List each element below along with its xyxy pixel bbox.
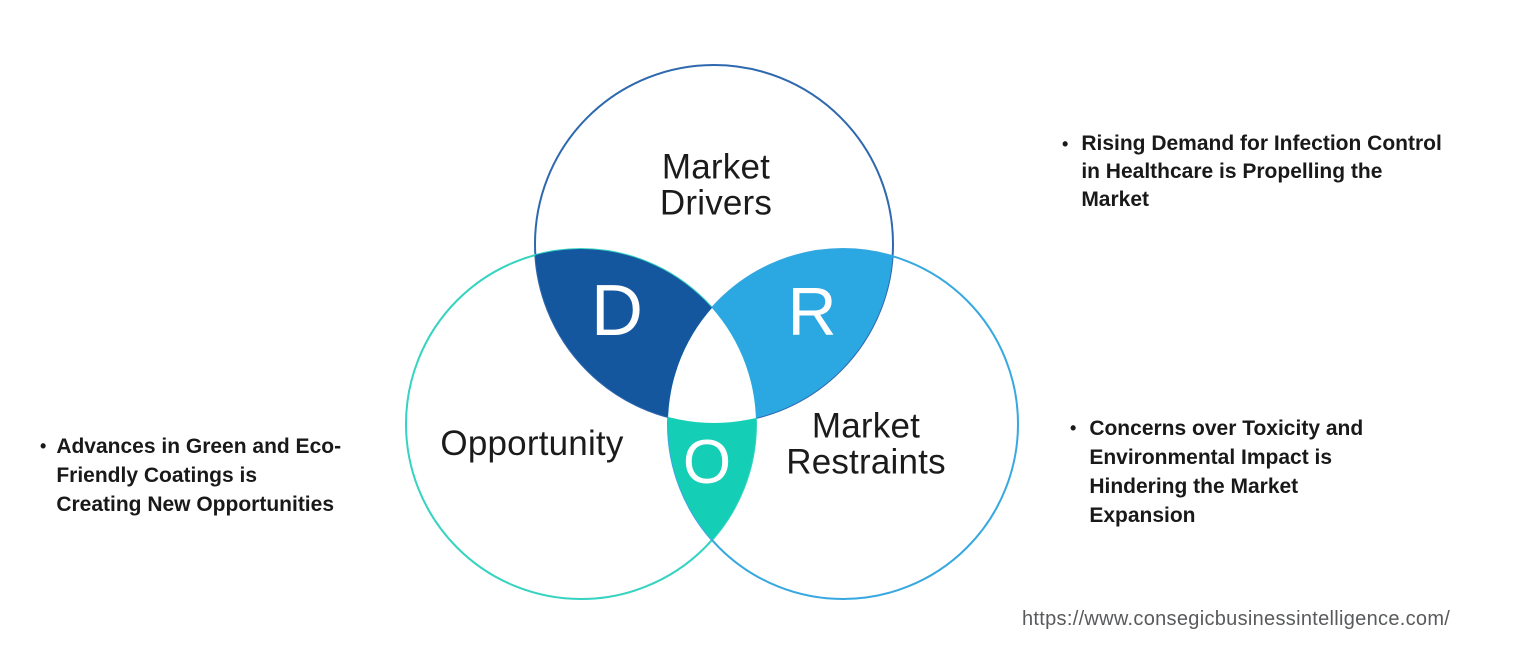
drivers-opportunity-lens bbox=[535, 249, 756, 423]
bullet-marker: • bbox=[1062, 134, 1069, 154]
bullet-marker: • bbox=[40, 436, 47, 456]
note-restraints: • Concerns over Toxicity and Environment… bbox=[1070, 414, 1363, 530]
source-url: https://www.consegicbusinessintelligence… bbox=[1022, 608, 1451, 630]
restraints-lens-letter: R bbox=[787, 274, 837, 350]
note-opportunity: • Advances in Green and Eco- Friendly Co… bbox=[40, 432, 341, 519]
drivers-label: Market Drivers bbox=[659, 147, 773, 223]
opportunity-lens-letter: O bbox=[682, 428, 732, 497]
opportunity-label: Opportunity bbox=[440, 423, 624, 463]
note-opportunity-text: Advances in Green and Eco- Friendly Coat… bbox=[56, 435, 342, 516]
note-drivers: • Rising Demand for Infection Control in… bbox=[1062, 130, 1442, 214]
note-restraints-text: Concerns over Toxicity and Environmental… bbox=[1089, 417, 1364, 527]
note-drivers-text: Rising Demand for Infection Control in H… bbox=[1081, 132, 1442, 211]
drivers-lens-letter: D bbox=[591, 271, 643, 351]
drivers-restraints-lens bbox=[668, 249, 893, 423]
restraints-label: Market Restraints bbox=[786, 406, 946, 482]
bullet-marker: • bbox=[1070, 418, 1077, 438]
